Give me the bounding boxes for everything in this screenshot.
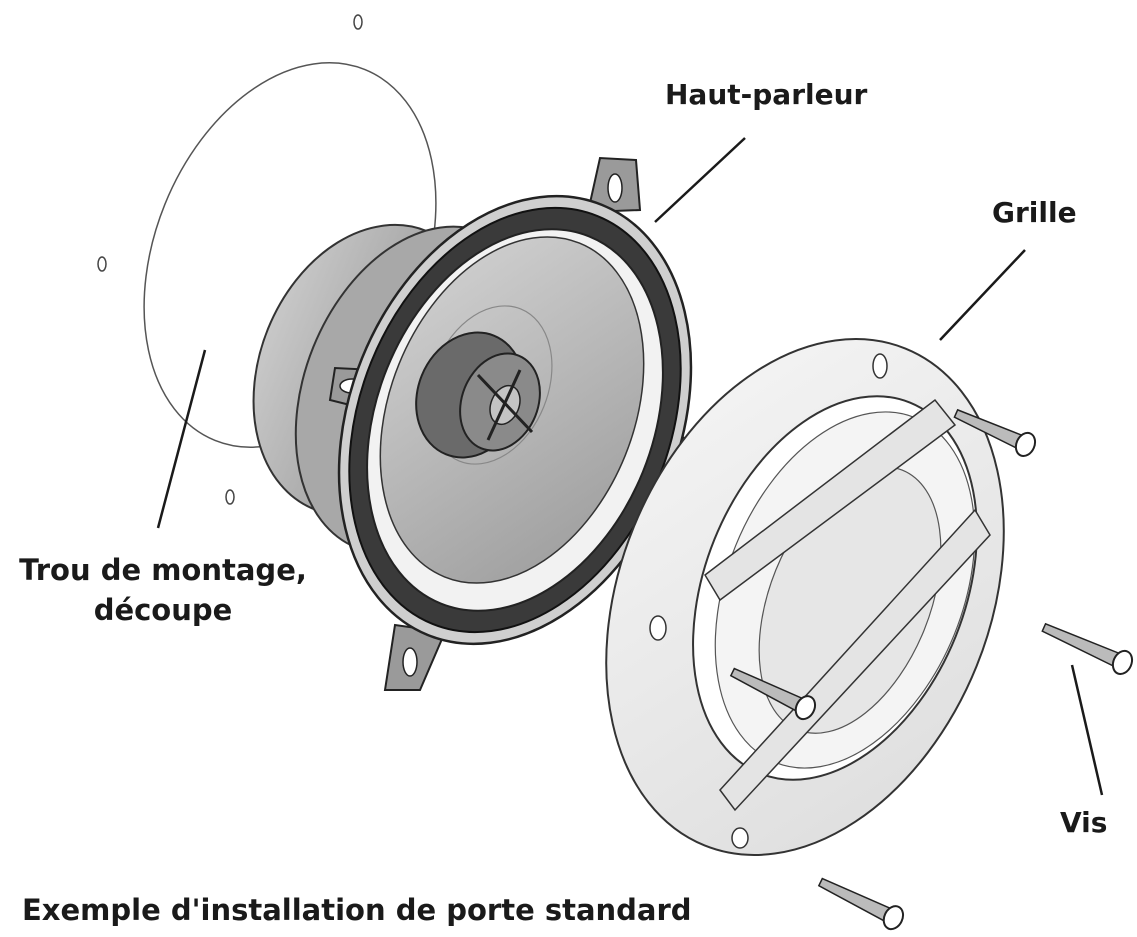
grille-screw-hole-bottom xyxy=(731,827,749,849)
leader-speaker xyxy=(654,137,746,223)
cutout-screw-hole-bottom xyxy=(225,489,235,505)
screws xyxy=(729,408,1134,931)
tweeter-bridge xyxy=(476,369,534,441)
grille-bar-lower xyxy=(719,508,991,812)
diagram-caption: Exemple d'installation de porte standard xyxy=(22,893,692,927)
leader-screws xyxy=(1070,664,1104,796)
label-screws: Vis xyxy=(1060,806,1108,839)
grille-bar-upper xyxy=(704,398,957,602)
leader-grille xyxy=(939,249,1026,341)
speaker-tab-bottom-slot xyxy=(402,647,418,677)
label-grille: Grille xyxy=(992,196,1077,229)
label-speaker: Haut-parleur xyxy=(665,78,868,111)
screw-1 xyxy=(953,408,1037,457)
screw-4 xyxy=(817,877,905,931)
leader-lines xyxy=(156,137,1104,796)
speaker xyxy=(252,156,693,691)
label-mounting-cutout: Trou de montage, découpe xyxy=(18,550,308,630)
screw-2 xyxy=(1041,622,1134,675)
cutout-screw-hole-left xyxy=(97,256,107,272)
grille-screw-hole-left xyxy=(649,615,667,641)
speaker-tab-top-slot xyxy=(607,173,623,203)
label-cutout-line2: découpe xyxy=(93,593,233,627)
screw-3 xyxy=(729,667,817,721)
cutout-screw-hole-top xyxy=(353,14,363,30)
label-cutout-line1: Trou de montage, xyxy=(19,553,307,587)
grille-screw-hole-top xyxy=(872,353,888,379)
leader-cutout xyxy=(156,349,207,529)
